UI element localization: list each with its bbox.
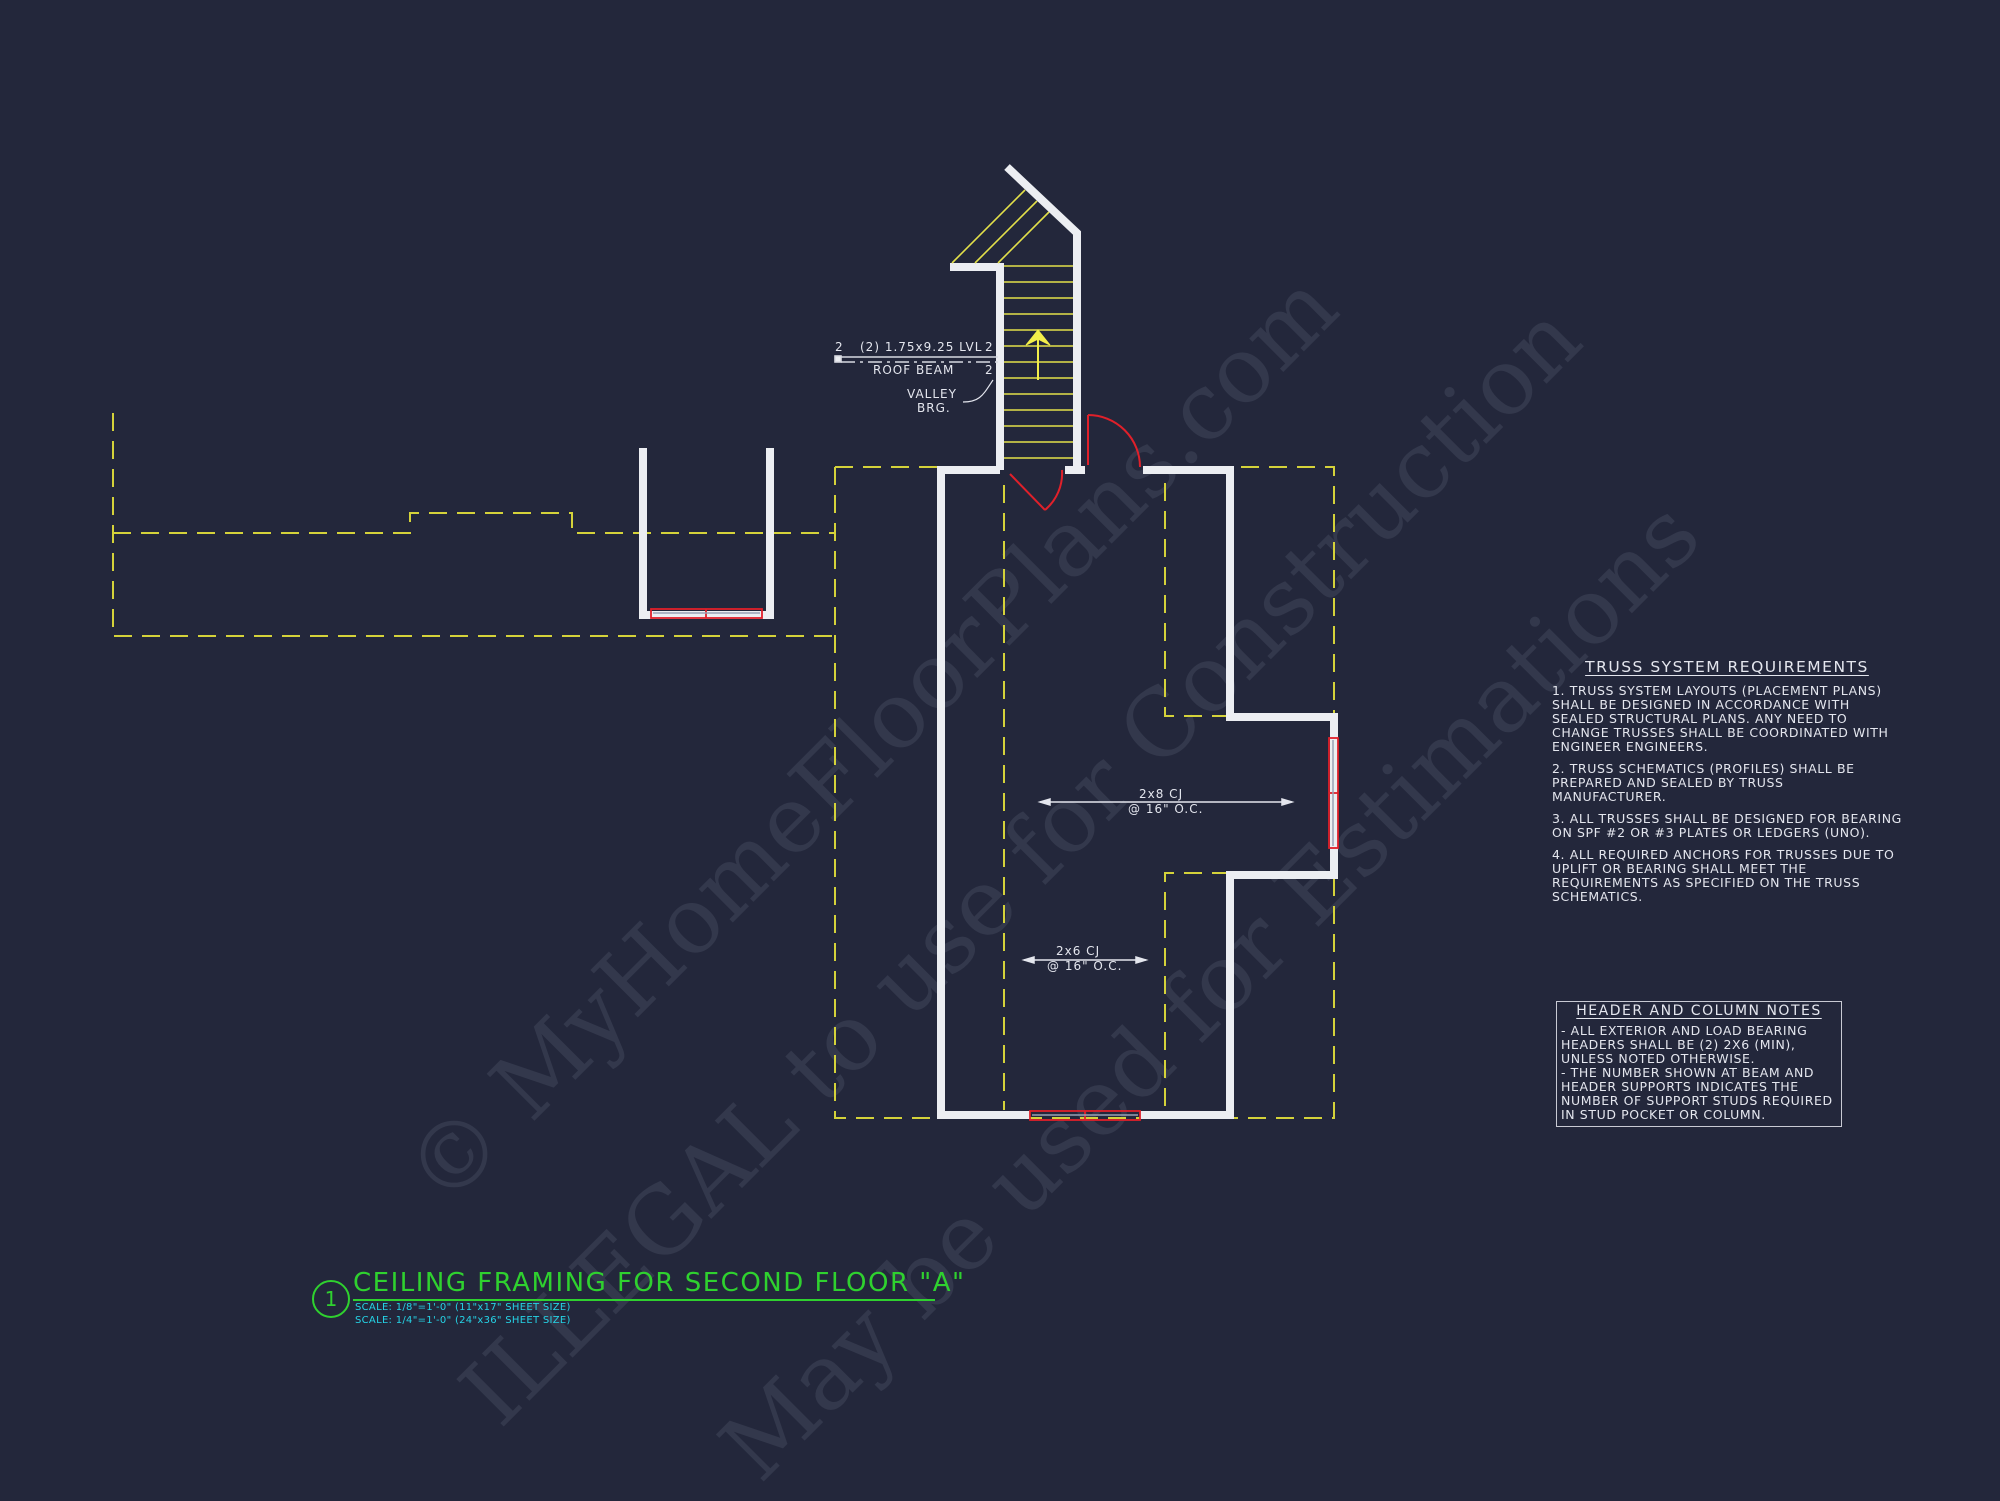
drawing-title: CEILING FRAMING FOR SECOND FLOOR "A" bbox=[353, 1268, 966, 1298]
drawing-title-underline bbox=[353, 1299, 935, 1301]
roof-outline-dashed bbox=[112, 413, 1335, 1119]
scale-note-24x36: SCALE: 1/4"=1'-0" (24"x36" SHEET SIZE) bbox=[355, 1315, 571, 1326]
truss-note-item: 2. TRUSS SCHEMATICS (PROFILES) SHALL BE … bbox=[1552, 761, 1855, 804]
drawing-number-bubble: 1 bbox=[312, 1280, 350, 1318]
truss-system-requirements: TRUSS SYSTEM REQUIREMENTS 1. TRUSS SYSTE… bbox=[1552, 658, 1902, 912]
scale-note-11x17: SCALE: 1/8"=1'-0" (11"x17" SHEET SIZE) bbox=[355, 1302, 571, 1313]
truss-notes-title: TRUSS SYSTEM REQUIREMENTS bbox=[1585, 658, 1869, 676]
beam-size-label: (2) 1.75x9.25 LVL bbox=[860, 340, 983, 354]
roof-beam-line bbox=[834, 355, 998, 363]
beam-stud-count-lower: 2 bbox=[985, 363, 994, 377]
ceiling-joist-upper-spacing: @ 16" O.C. bbox=[1128, 802, 1204, 816]
header-note-item: - THE NUMBER SHOWN AT BEAM AND HEADER SU… bbox=[1561, 1065, 1833, 1122]
windows bbox=[650, 608, 1339, 1121]
truss-note-item: 1. TRUSS SYSTEM LAYOUTS (PLACEMENT PLANS… bbox=[1552, 683, 1889, 754]
ceiling-joist-upper-size: 2x8 CJ bbox=[1139, 787, 1184, 801]
header-note-item: - ALL EXTERIOR AND LOAD BEARING HEADERS … bbox=[1561, 1023, 1808, 1066]
exterior-walls bbox=[639, 164, 1338, 1119]
header-and-column-notes: HEADER AND COLUMN NOTES - ALL EXTERIOR A… bbox=[1556, 1001, 1842, 1127]
roof-beam-label: ROOF BEAM bbox=[873, 363, 955, 377]
valley-leader-line bbox=[962, 379, 994, 403]
beam-stud-count-left: 2 bbox=[835, 340, 844, 354]
ceiling-joist-lower-spacing: @ 16" O.C. bbox=[1047, 959, 1123, 973]
stair-up-arrow-icon bbox=[1025, 329, 1051, 380]
truss-note-item: 4. ALL REQUIRED ANCHORS FOR TRUSSES DUE … bbox=[1552, 847, 1895, 904]
ceiling-joist-dimension-arrows bbox=[1021, 797, 1295, 965]
valley-bearing-label-2: BRG. bbox=[917, 401, 951, 415]
beam-stud-count-right: 2 bbox=[985, 340, 994, 354]
valley-bearing-label: VALLEY bbox=[907, 387, 957, 401]
truss-note-item: 3. ALL TRUSSES SHALL BE DESIGNED FOR BEA… bbox=[1552, 811, 1902, 840]
header-notes-title: HEADER AND COLUMN NOTES bbox=[1576, 1003, 1822, 1019]
ceiling-joist-lower-size: 2x6 CJ bbox=[1056, 944, 1101, 958]
doors bbox=[1009, 414, 1141, 511]
window-glazing bbox=[653, 612, 1334, 1116]
stair-treads bbox=[951, 189, 1073, 459]
